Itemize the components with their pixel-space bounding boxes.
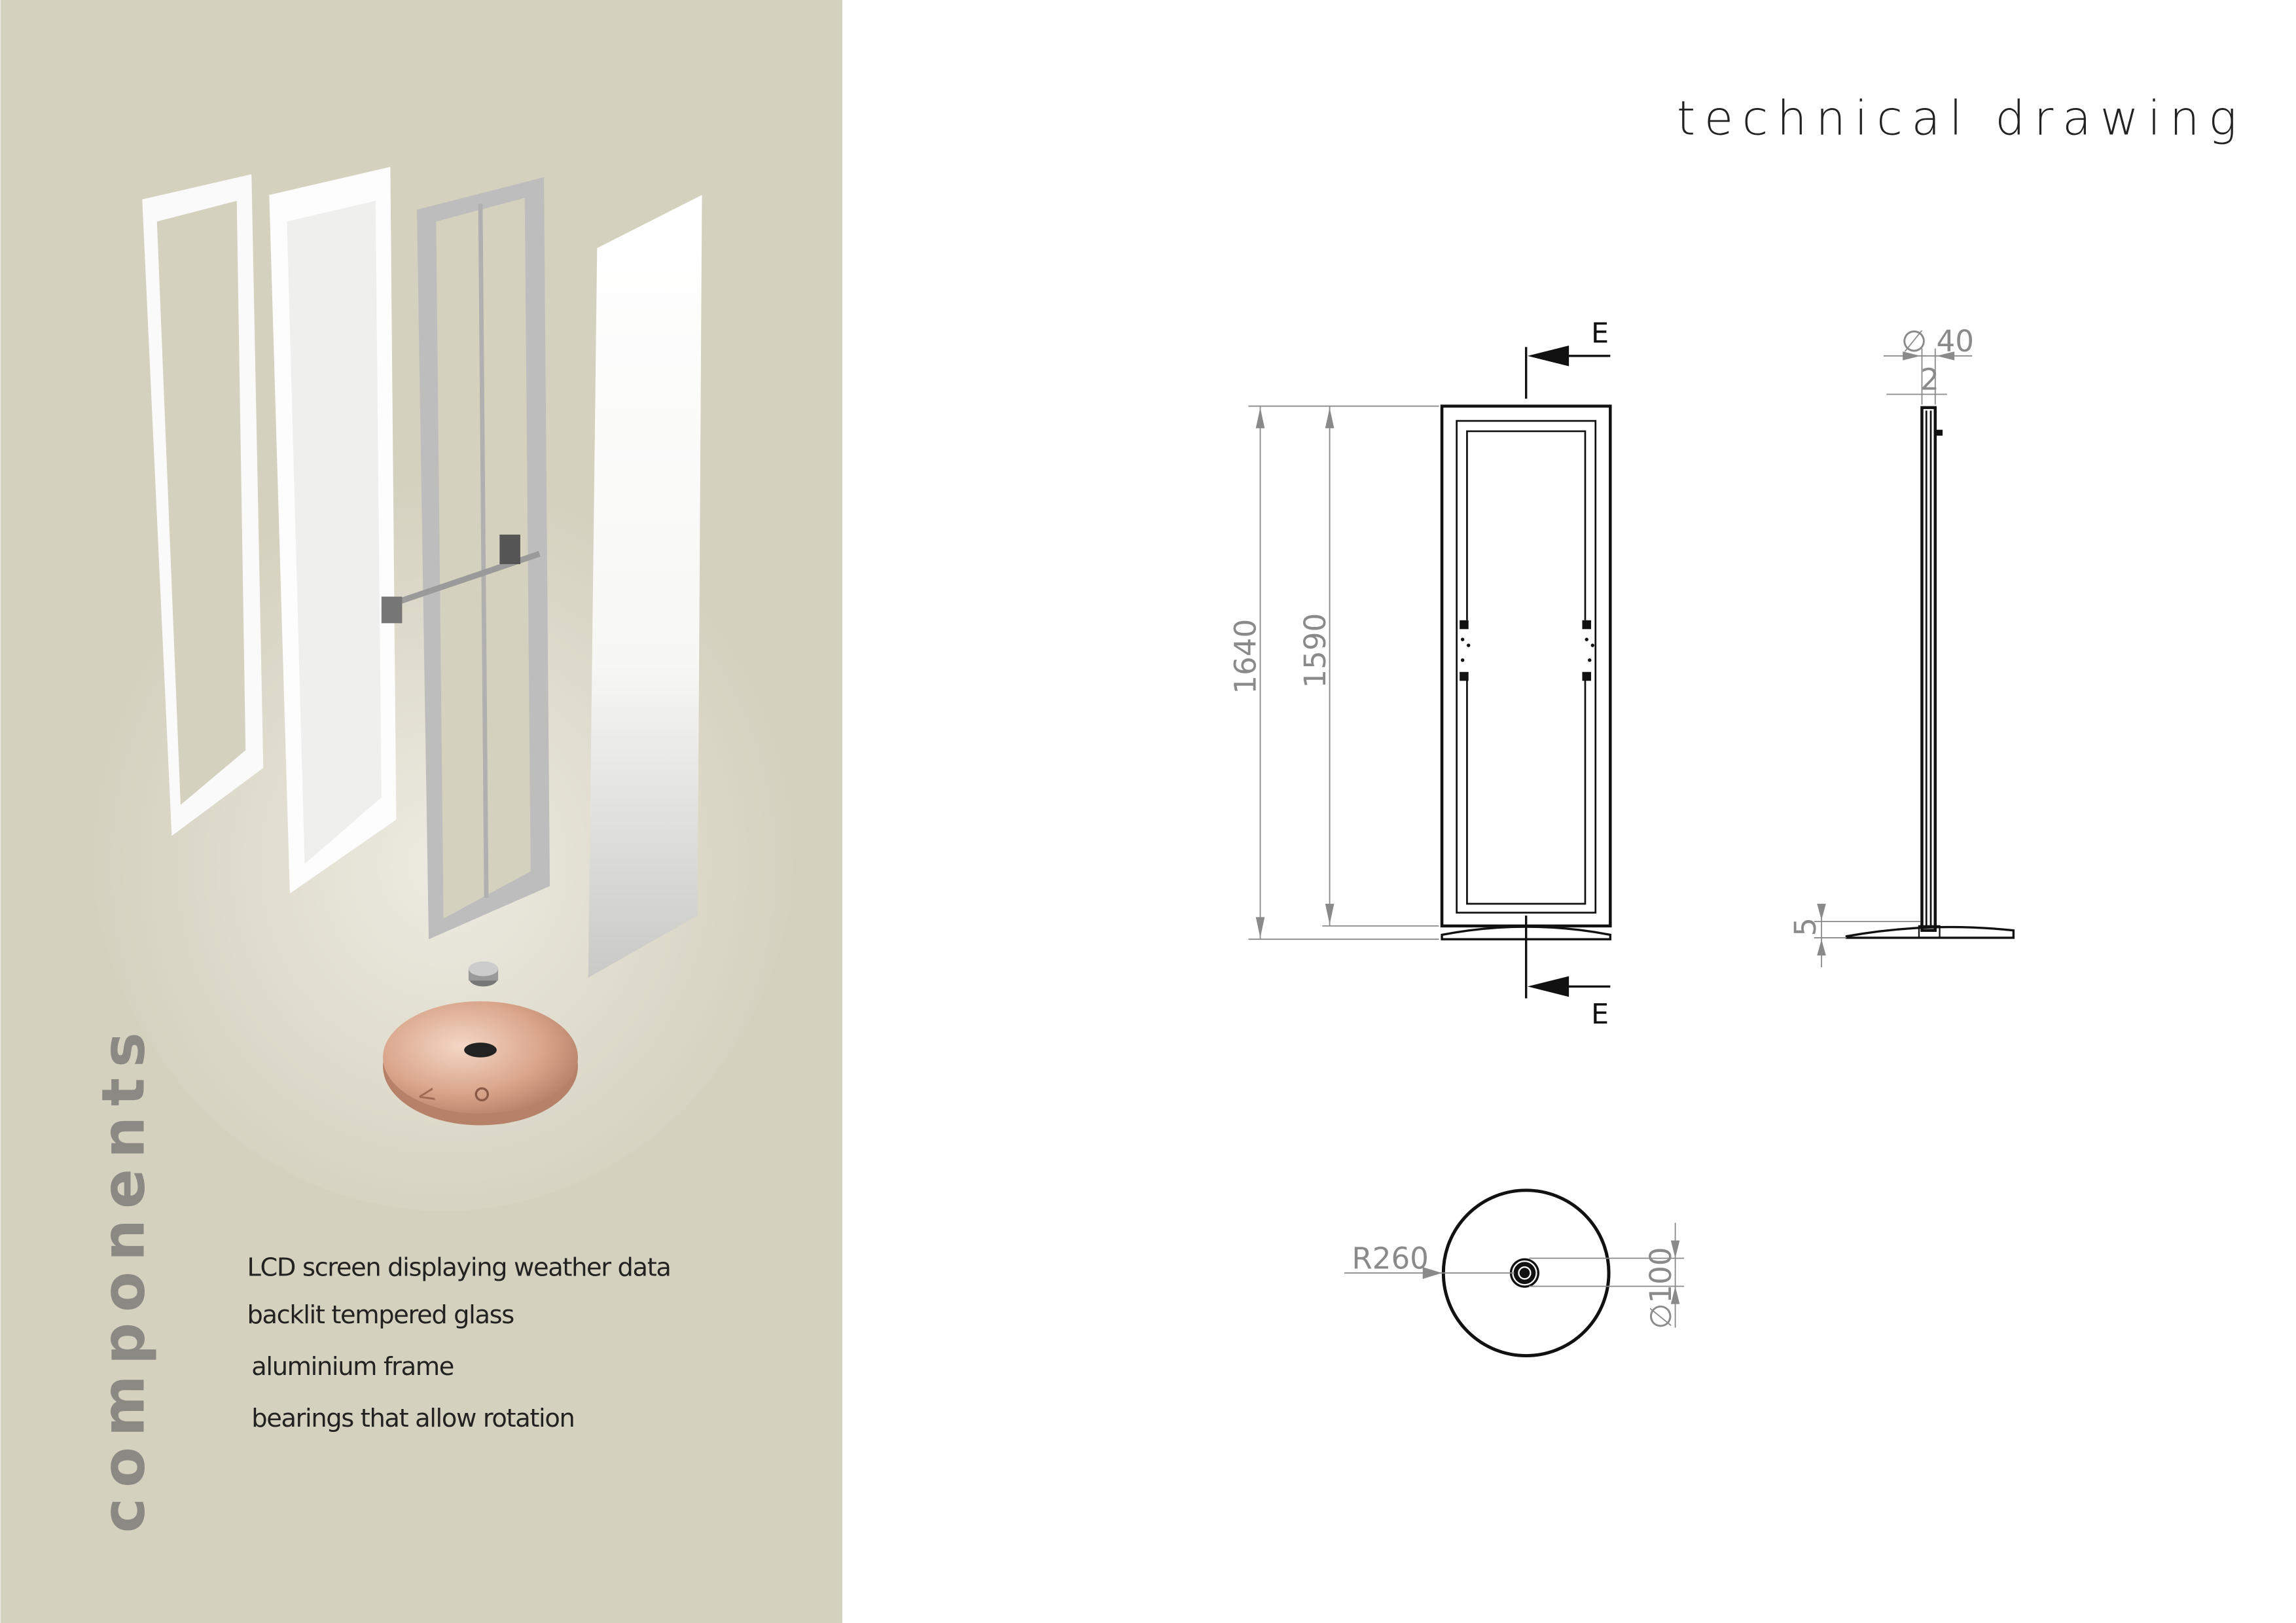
svg-text:∅ 40: ∅ 40 (1901, 324, 1974, 359)
svg-text:R260: R260 (1352, 1241, 1428, 1275)
component-item: backlit tempered glass (247, 1300, 514, 1330)
svg-text:2: 2 (1920, 363, 1939, 397)
dimension-wall: 2 (1886, 363, 1947, 397)
section-label-top: E (1591, 317, 1609, 350)
dimension-base-radius: R260 (1344, 1241, 1515, 1279)
svg-text:∅100: ∅100 (1643, 1247, 1678, 1329)
component-item: bearings that allow rotation (251, 1404, 574, 1433)
component-item: aluminium frame (251, 1352, 454, 1382)
components-heading: components (90, 1022, 158, 1533)
components-list: LCD screen displaying weather data backl… (247, 1253, 671, 1433)
side-view: ∅ 40 2 5 (1788, 324, 2015, 968)
front-view: E E 1640 1590 (1229, 317, 1612, 1031)
svg-text:1590: 1590 (1298, 613, 1333, 688)
section-label-bottom: E (1591, 998, 1609, 1031)
dimension-hole-diameter: ∅100 (1529, 1222, 1685, 1329)
dimension-total-height: 1640 (1229, 405, 1439, 940)
copper-base-render: < (383, 1001, 578, 1126)
svg-text:1640: 1640 (1229, 619, 1263, 694)
dimension-pole-diameter: ∅ 40 (1883, 324, 1974, 405)
dimension-base-thickness: 5 (1788, 904, 1921, 968)
components-panel: < components LCD screen displaying weath… (0, 0, 842, 1623)
dimension-frame-height: 1590 (1298, 406, 1439, 927)
svg-text:5: 5 (1788, 918, 1823, 936)
section-line-e: E E (1524, 317, 1611, 1031)
lcd-screen-render (588, 194, 702, 978)
bearing-render (468, 961, 499, 987)
component-item: LCD screen displaying weather data (247, 1253, 670, 1283)
top-view: R260 ∅100 (1344, 1188, 1685, 1358)
exploded-render: < (142, 166, 702, 1126)
backlit-glass-panel (269, 166, 397, 894)
page-title: technical drawing (1677, 91, 2246, 146)
aluminium-frame-render (381, 177, 550, 940)
lcd-screen-frame (142, 174, 264, 836)
